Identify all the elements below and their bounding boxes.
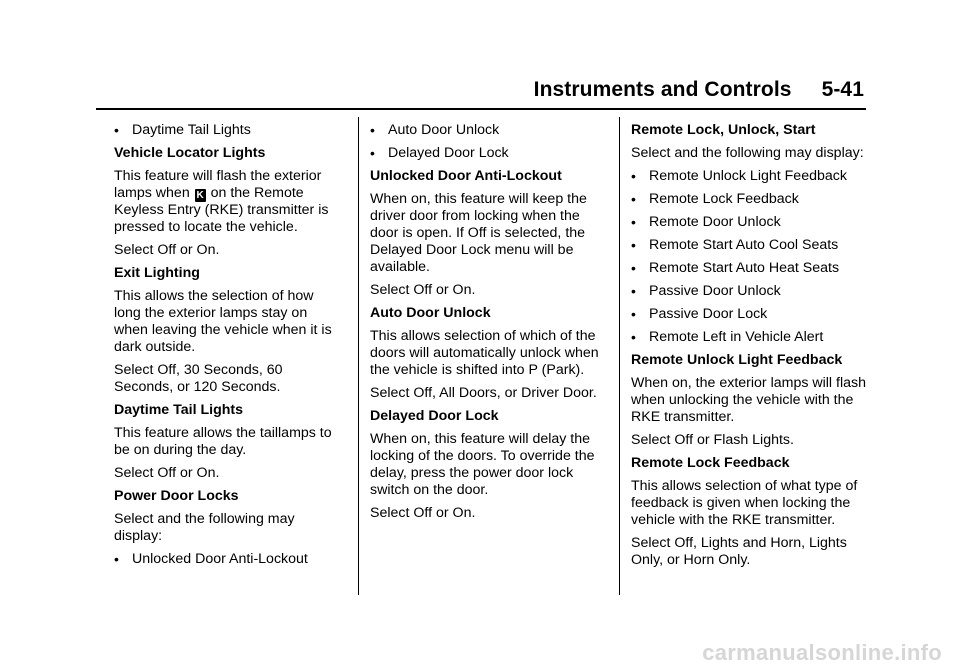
heading-exit-lighting: Exit Lighting [114,265,200,281]
bullet-text: Passive Door Lock [649,306,768,322]
bullet-text: Delayed Door Lock [388,145,509,161]
paragraph-select: Select Off, 30 Seconds, 60 Seconds, or 1… [114,362,283,395]
header-rule [96,108,866,110]
heading-remote-lock-feedback: Remote Lock Feedback [631,455,790,471]
watermark-text: carmanualsonline.info [702,640,942,665]
bullet-item: • Remote Lock Feedback [631,191,871,208]
paragraph-rulf: When on, the exterior lamps will flash w… [631,375,866,425]
paragraph-ddl: When on, this feature will delay the loc… [370,431,595,498]
paragraph-text: This feature will flash the exterior lam… [114,168,322,201]
bullet-item: • Unlocked Door Anti-Lockout [114,551,344,568]
bullet-item: • Daytime Tail Lights [114,122,344,139]
paragraph-select: Select Off or On. [114,465,220,481]
column-2: • Auto Door Unlock • Delayed Door Lock Unl… [370,122,610,528]
heading-vehicle-locator-lights: Vehicle Locator Lights [114,145,266,161]
paragraph-select: Select Off, Lights and Horn, Lights Only… [631,535,847,568]
paragraph-dtl: This feature allows the taillamps to be … [114,425,332,458]
bullet-dot: • [370,145,375,161]
bullet-item: • Passive Door Unlock [631,283,871,300]
paragraph-select: Select Off or On. [370,282,476,298]
heading-power-door-locks: Power Door Locks [114,488,239,504]
bullet-text: Remote Unlock Light Feedback [649,168,847,184]
bullet-text: Auto Door Unlock [388,122,500,138]
bullet-item: • Passive Door Lock [631,306,871,323]
bullet-dot: • [631,214,636,230]
bullet-item: • Delayed Door Lock [370,145,610,162]
paragraph-select: Select Off, All Doors, or Driver Door. [370,385,597,401]
bullet-dot: • [114,551,119,567]
paragraph-adu: This allows selection of which of the do… [370,328,599,378]
bullet-item: • Remote Start Auto Cool Seats [631,237,871,254]
paragraph-text: on the Remote Keyless Entry (RKE) transm… [114,185,329,235]
bullet-dot: • [631,283,636,299]
page-header: Instruments and Controls 5-41 [534,78,864,102]
bullet-text: Remote Start Auto Cool Seats [649,237,839,253]
bullet-text: Remote Start Auto Heat Seats [649,260,840,276]
heading-daytime-tail-lights: Daytime Tail Lights [114,402,244,418]
bullet-item: • Remote Door Unlock [631,214,871,231]
paragraph-rlf: This allows selection of what type of fe… [631,478,858,528]
bullet-text: Passive Door Unlock [649,283,781,299]
heading-auto-door-unlock: Auto Door Unlock [370,305,491,321]
bullet-dot: • [631,191,636,207]
bullet-dot: • [631,306,636,322]
bullet-dot: • [631,237,636,253]
bullet-dot: • [370,122,375,138]
bullet-text: Unlocked Door Anti-Lockout [132,551,308,567]
page-number: 5-41 [821,78,864,101]
paragraph-rlus: Select and the following may display: [631,145,864,161]
heading-remote-lock-unlock-start: Remote Lock, Unlock, Start [631,122,816,138]
bullet-item: • Remote Unlock Light Feedback [631,168,871,185]
column-3: Remote Lock, Unlock, Start Select and th… [631,122,871,575]
rke-unlock-key-icon: K [194,189,206,202]
heading-delayed-door-lock: Delayed Door Lock [370,408,499,424]
bullet-text: Remote Lock Feedback [649,191,799,207]
bullet-dot: • [631,168,636,184]
bullet-dot: • [631,329,636,345]
section-title: Instruments and Controls [533,78,792,101]
bullet-item: • Auto Door Unlock [370,122,610,139]
paragraph-udal: When on, this feature will keep the driv… [370,191,587,275]
paragraph-select: Select Off or On. [370,505,476,521]
bullet-text: Remote Door Unlock [649,214,781,230]
bullet-dot: • [114,122,119,138]
bullet-text: Remote Left in Vehicle Alert [649,329,824,345]
column-divider-1 [358,117,359,595]
paragraph-select: Select Off or Flash Lights. [631,432,794,448]
column-1: • Daytime Tail Lights Vehicle Locator Lig… [114,122,344,574]
paragraph-select: Select Off or On. [114,242,220,258]
bullet-dot: • [631,260,636,276]
column-divider-2 [619,117,620,595]
paragraph-locator: This feature will flash the exterior lam… [114,168,344,236]
paragraph-pdl: Select and the following may display: [114,511,295,544]
heading-remote-unlock-light-feedback: Remote Unlock Light Feedback [631,352,843,368]
bullet-item: • Remote Left in Vehicle Alert [631,329,871,346]
bullet-item: • Remote Start Auto Heat Seats [631,260,871,277]
paragraph-exit: This allows the selection of how long th… [114,288,332,355]
bullet-text: Daytime Tail Lights [132,122,251,138]
heading-unlocked-door-anti-lockout: Unlocked Door Anti-Lockout [370,168,562,184]
